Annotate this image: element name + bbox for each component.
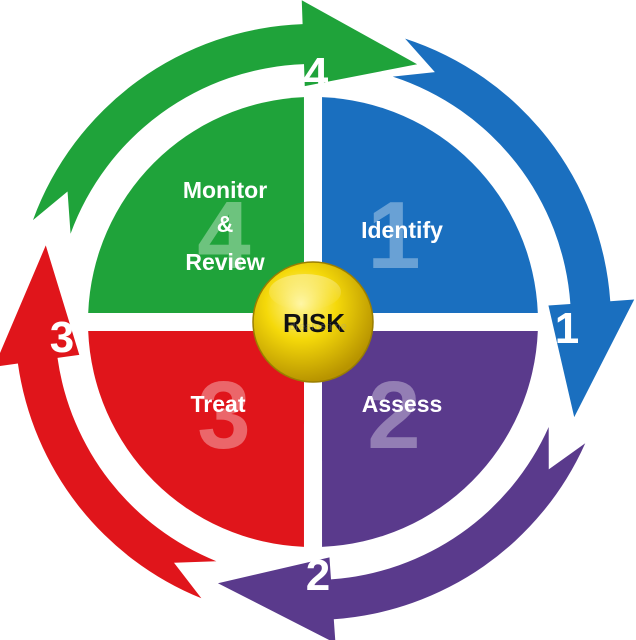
quadrant-monitor — [88, 97, 305, 314]
quadrant-monitor-label-line1: Monitor — [183, 177, 267, 203]
quadrant-monitor-number: 4 — [197, 182, 250, 289]
cycle-arrow-4-number: 4 — [304, 49, 329, 98]
quadrant-monitor-label-line2: & — [217, 211, 234, 237]
quadrant-treat-number: 3 — [197, 362, 250, 469]
risk-hub-label: RISK — [283, 308, 345, 338]
risk-hub: RISK — [252, 261, 374, 383]
cycle-arrow-4 — [32, 0, 418, 234]
cycle-arrow-1 — [392, 38, 635, 418]
quadrant-treat — [88, 331, 305, 547]
watermark: dreamstime — [289, 321, 346, 333]
quadrants — [88, 97, 538, 547]
cycle-arrow-3 — [0, 245, 217, 599]
cycle-arrow-1-number: 1 — [555, 304, 579, 353]
quadrant-identify-number: 1 — [367, 182, 420, 289]
quadrant-identify — [322, 97, 538, 314]
risk-hub-highlight — [269, 274, 341, 310]
quadrant-treat-label: Treat — [191, 391, 246, 417]
quadrant-identify-label: Identify — [361, 217, 443, 243]
quadrant-monitor-label-line3: Review — [185, 249, 264, 275]
cycle-arrow-2-number: 2 — [306, 551, 330, 600]
cycle-arrow-2 — [217, 426, 586, 640]
quadrant-assess — [322, 331, 538, 547]
cycle-arrow-3-number: 3 — [50, 313, 74, 362]
quadrant-assess-label: Assess — [362, 391, 443, 417]
quadrant-assess-number: 2 — [367, 362, 420, 469]
